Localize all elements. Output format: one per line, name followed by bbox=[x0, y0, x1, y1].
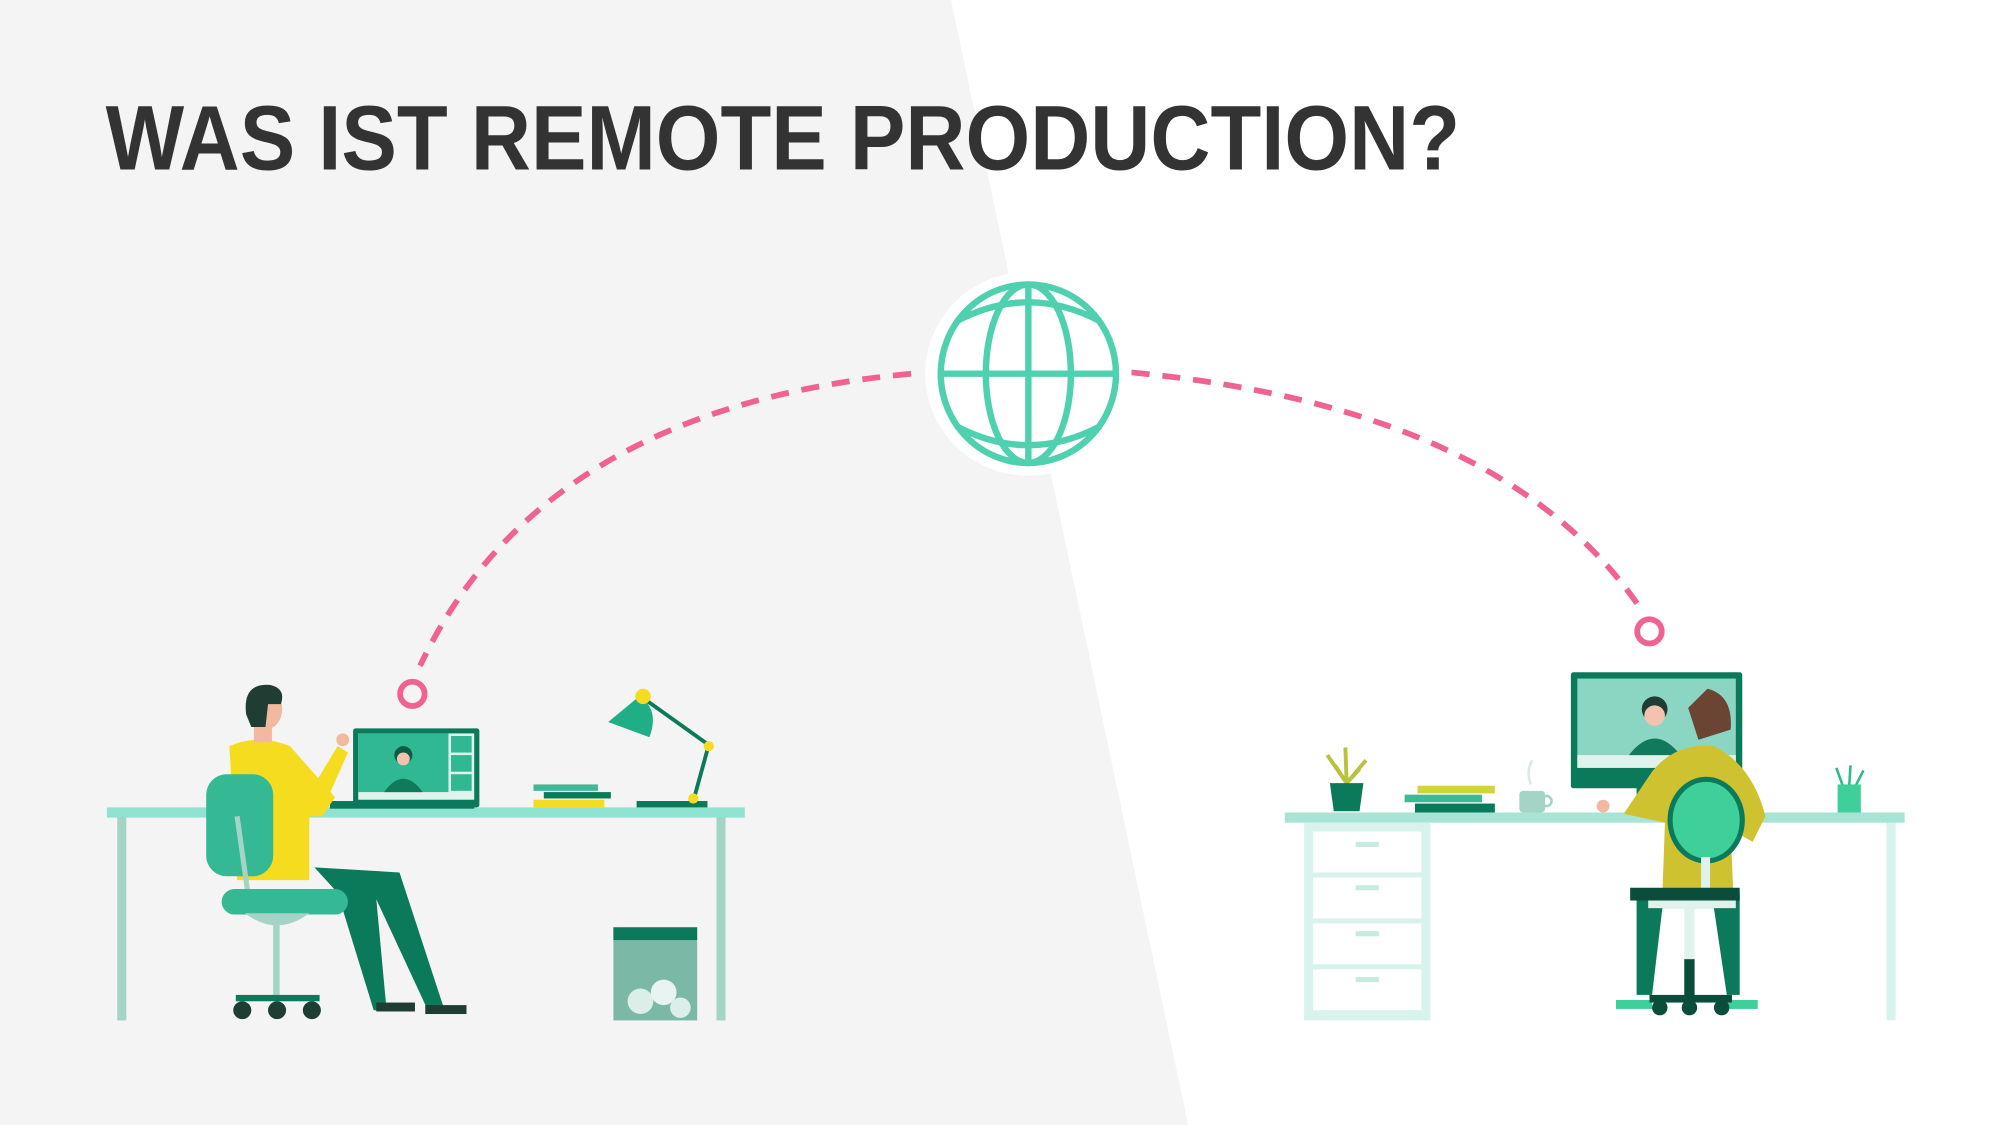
plant-icon bbox=[1325, 747, 1368, 812]
trash-bin-icon bbox=[613, 927, 698, 1021]
coffee-cup-icon bbox=[1519, 759, 1553, 813]
connection-node-right bbox=[1634, 616, 1665, 647]
office-chair-right bbox=[1630, 776, 1745, 1016]
globe-icon bbox=[925, 271, 1132, 476]
right-workspace bbox=[1284, 672, 1905, 1021]
page-title: WAS IST REMOTE PRODUCTION? bbox=[106, 86, 1460, 189]
connection-node-left bbox=[397, 678, 428, 709]
books-icon bbox=[1404, 785, 1495, 813]
desk-right bbox=[1284, 812, 1905, 1021]
desk-lamp-icon bbox=[608, 688, 714, 808]
left-workspace bbox=[106, 684, 745, 1021]
office-chair-left bbox=[206, 774, 348, 1020]
books-icon bbox=[533, 784, 611, 808]
connection-line-left bbox=[417, 370, 912, 668]
laptop-icon bbox=[329, 728, 480, 809]
desk-left bbox=[106, 807, 745, 1021]
connection-line-right bbox=[1131, 369, 1646, 614]
pencil-cup-icon bbox=[1835, 765, 1865, 813]
